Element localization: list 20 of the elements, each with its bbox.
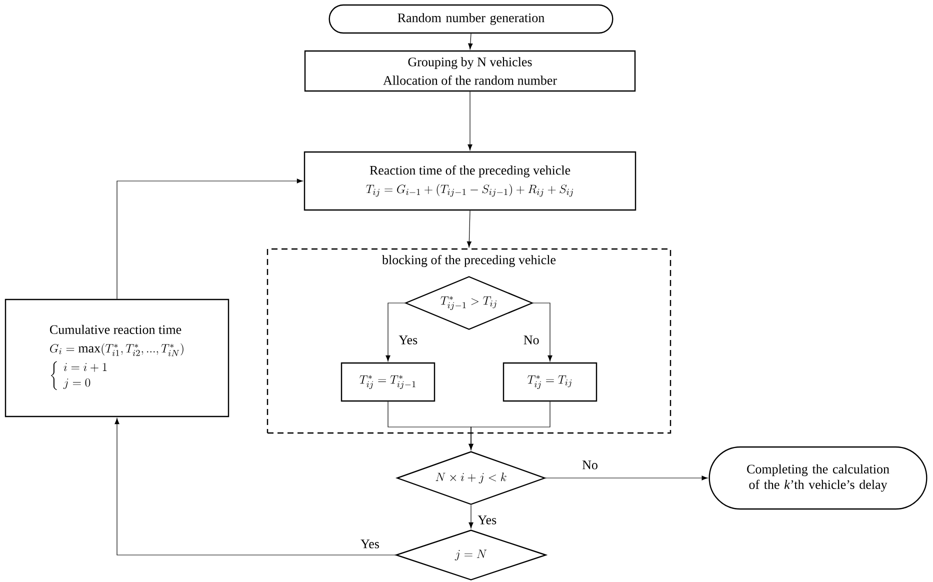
process-box: $T^{*}_{ij} = T^{*}_{ij-1}$ [340, 362, 436, 402]
arrow [114, 418, 396, 556]
process-box: $T^{*}_{ij} = T_{ij}$ [502, 362, 598, 402]
edge-label: No [580, 459, 600, 471]
process-box: Reaction time of the preceding vehicle $T_{ij} = G_{i-1} + (T_{ij-1} - S_{ij-1}) + R_{ij} + S_{ij}$ [304, 151, 636, 211]
edge-label: No [522, 334, 541, 346]
arrow [468, 33, 473, 50]
arrow [466, 210, 472, 248]
arrow [532, 302, 552, 362]
arrow [545, 476, 708, 480]
arrow [468, 91, 472, 150]
edge-label: Yes [476, 514, 498, 526]
edge-label: Yes [397, 334, 420, 346]
arrow [468, 401, 550, 450]
arrow [468, 504, 474, 528]
arrow [386, 302, 406, 362]
arrow [116, 178, 303, 300]
process-box: Cumulative reaction time $G_{i} = \max(T^{*}_{i1}, T^{*}_{i2}, ..., T^{*}_{iN})$ $\left\{\begin{array}{l} i = i + 1 \\ j = 0 \end{array}\right.$ [4, 298, 230, 418]
edge-label: Yes [359, 538, 381, 550]
process-box: Grouping by N vehicles Allocation of the random number [304, 50, 636, 92]
